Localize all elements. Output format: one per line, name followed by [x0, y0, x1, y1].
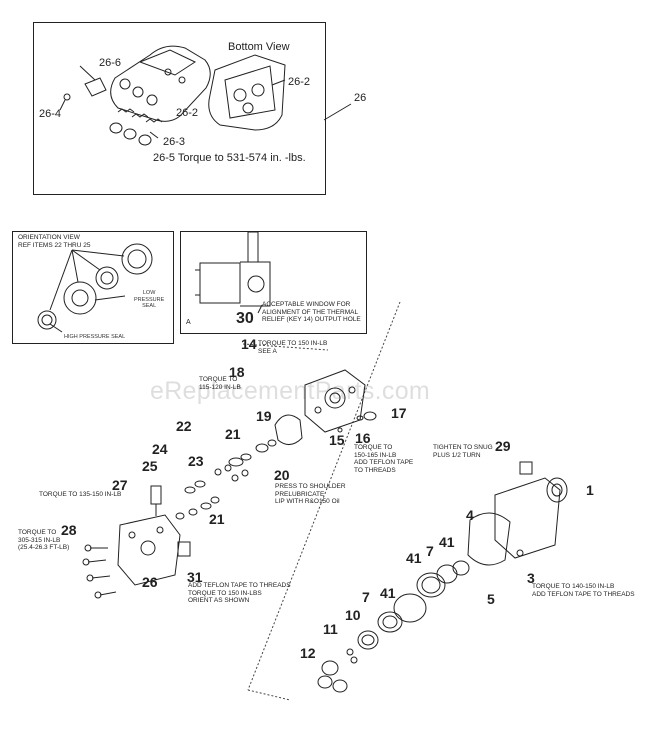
window-corner-label: A [186, 319, 191, 326]
part-10-label: 10 [345, 607, 361, 623]
part-19-label: 19 [256, 408, 272, 424]
alignment-window-box [180, 231, 367, 334]
part-31-label: 31 [187, 569, 203, 585]
part-7b-label: 7 [362, 589, 370, 605]
high-pressure-seal-label: HIGH PRESSURE SEAL [64, 334, 126, 340]
part-17-label: 17 [391, 405, 407, 421]
part-25-label: 25 [142, 458, 158, 474]
low-pressure-seal-label: LOW PRESSURE SEAL [134, 290, 165, 309]
part-27-label: 27 [112, 477, 128, 493]
callout-26-4: 26-4 [39, 108, 62, 120]
part-3-note: TORQUE TO 140-150 IN-LB ADD TEFLON TAPE … [532, 583, 635, 598]
part-12-label: 12 [300, 645, 316, 661]
part-16-label: 16 [355, 430, 371, 446]
part-18-label: 18 [229, 364, 245, 380]
window-pump-drawing [195, 231, 271, 314]
part-7-label: 7 [426, 543, 434, 559]
part-14-note: TORQUE TO 150 IN-LB SEE A [258, 340, 328, 355]
part-29-label: 29 [495, 438, 511, 454]
pump-bottom-view-drawing [208, 54, 286, 131]
part-29-note: TIGHTEN TO SNUG PLUS 1/2 TURN [433, 444, 493, 459]
part-4-label: 4 [466, 507, 474, 523]
orientation-seals-drawing [37, 243, 153, 333]
assembly-number-26: 26 [354, 92, 367, 104]
part-41-label: 41 [406, 550, 422, 566]
part-21-label: 21 [225, 426, 241, 442]
part-1-label: 1 [586, 482, 594, 498]
head-housing-drawing [82, 369, 377, 599]
part-20-note: PRESS TO SHOULDER PRELUBRICATE LIP WITH … [275, 483, 346, 505]
window-note: ACCEPTABLE WINDOW FOR ALIGNMENT OF THE T… [262, 301, 361, 323]
part-21b-label: 21 [209, 511, 225, 527]
callout-26-2-left: 26-2 [176, 107, 199, 119]
part-31-note: ADD TEFLON TAPE TO THREADS TORQUE TO 150… [188, 582, 291, 604]
callout-26-2-right: 26-2 [288, 76, 311, 88]
part-3-label: 3 [527, 570, 535, 586]
orientation-view-title: ORIENTATION VIEW REF ITEMS 22 THRU 25 [18, 234, 91, 249]
pump-head-drawing [59, 45, 211, 146]
part-28-label: 28 [61, 522, 77, 538]
part-15-label: 15 [329, 432, 345, 448]
top-detail-box [33, 22, 326, 195]
bottom-view-title: Bottom View [228, 41, 290, 53]
part-28-note: TORQUE TO 305-315 IN-LB (25.4-26.3 FT-LB… [18, 529, 70, 551]
part-30-label: 30 [236, 310, 254, 327]
part-24-label: 24 [152, 441, 168, 457]
part-20-label: 20 [274, 467, 290, 483]
crankcase-drawing [317, 461, 568, 693]
torque-note-26-5: 26-5 Torque to 531-574 in. -lbs. [153, 152, 306, 164]
orientation-view-box [12, 231, 174, 344]
part-23-label: 23 [188, 453, 204, 469]
part-22-label: 22 [176, 418, 192, 434]
part-5-label: 5 [487, 591, 495, 607]
part-26-label: 26 [142, 574, 158, 590]
part-14-label: 14 [241, 336, 257, 352]
watermark: eReplacementParts.com [150, 377, 431, 405]
part-41b-label: 41 [439, 534, 455, 550]
part-41c-label: 41 [380, 585, 396, 601]
part-16-note: TORQUE TO 150-165 IN-LB ADD TEFLON TAPE … [354, 444, 414, 474]
callout-26-6: 26-6 [99, 57, 122, 69]
part-11-label: 11 [323, 621, 338, 637]
callout-26-3: 26-3 [163, 136, 186, 148]
part-27-note: TORQUE TO 135-150 IN-LB [39, 491, 122, 498]
part-18-note: TORQUE TO 115-120 IN-LB [199, 376, 241, 391]
